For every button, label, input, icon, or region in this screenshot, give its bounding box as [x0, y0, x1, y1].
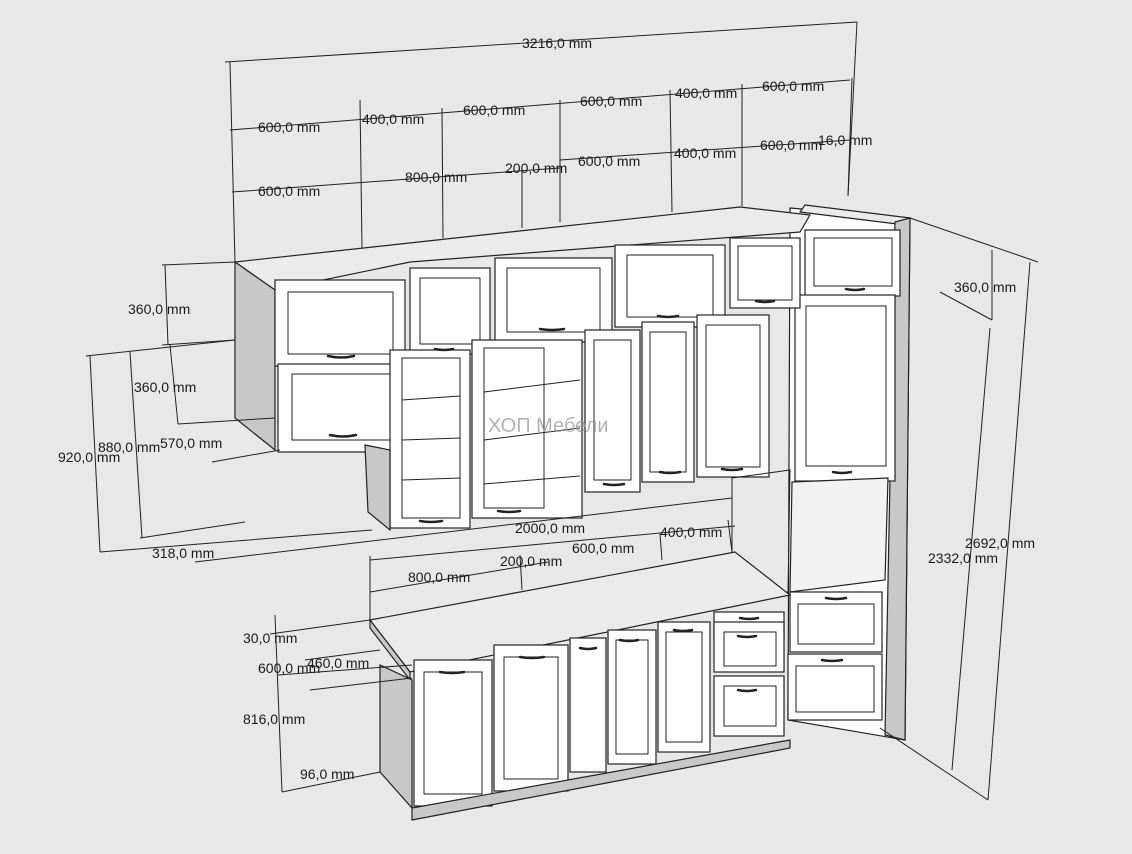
dim-top-row-2: 400,0 mm — [362, 111, 424, 127]
dim-top-row-6: 600,0 mm — [762, 78, 824, 94]
dim-second-row-5: 16,0 mm — [818, 132, 872, 148]
dim-second-row-1: 200,0 mm — [505, 160, 567, 176]
dim-top-row-4: 600,0 mm — [580, 93, 642, 109]
dim-column-top: 360,0 mm — [954, 279, 1016, 295]
dim-second-row-3: 400,0 mm — [674, 145, 736, 161]
handles — [326, 287, 866, 693]
dim-upper-height-2: 360,0 mm — [134, 379, 196, 395]
dim-third-row-1: 600,0 mm — [258, 183, 320, 199]
tall-column-cabinet — [787, 204, 912, 741]
dim-top-row-3: 600,0 mm — [463, 102, 525, 118]
dim-upper-offset: 318,0 mm — [152, 545, 214, 561]
dim-base-600: 600,0 mm — [258, 660, 320, 676]
dim-counter-400: 400,0 mm — [660, 524, 722, 540]
dim-upper-920: 920,0 mm — [58, 449, 120, 465]
dim-upper-880: 880,0 mm — [98, 439, 160, 455]
dim-third-row-2: 800,0 mm — [405, 169, 467, 185]
dim-base-height: 816,0 mm — [243, 711, 305, 727]
dim-second-row-2: 600,0 mm — [578, 153, 640, 169]
dimension-lines — [85, 21, 1039, 801]
dim-column-2692: 2692,0 mm — [965, 535, 1035, 551]
dim-top-row-5: 400,0 mm — [675, 85, 737, 101]
upper-cabinets — [233, 206, 811, 532]
dim-base-460: 460,0 mm — [307, 655, 369, 671]
base-cabinets — [368, 469, 792, 821]
dim-worktop: 30,0 mm — [243, 630, 297, 646]
dim-upper-depth: 570,0 mm — [160, 435, 222, 451]
dim-second-row-4: 600,0 mm — [760, 137, 822, 153]
dim-upper-height-1: 360,0 mm — [128, 301, 190, 317]
dim-plinth: 96,0 mm — [300, 766, 354, 782]
dim-counter-2000: 2000,0 mm — [515, 520, 585, 536]
dim-counter-600: 600,0 mm — [572, 540, 634, 556]
dim-counter-800: 800,0 mm — [408, 569, 470, 585]
watermark: ХОП Мебели — [488, 415, 608, 437]
dim-counter-200: 200,0 mm — [500, 553, 562, 569]
dim-column-2332: 2332,0 mm — [928, 550, 998, 566]
dim-top-row-1: 600,0 mm — [258, 119, 320, 135]
dim-total-width: 3216,0 mm — [522, 35, 592, 51]
